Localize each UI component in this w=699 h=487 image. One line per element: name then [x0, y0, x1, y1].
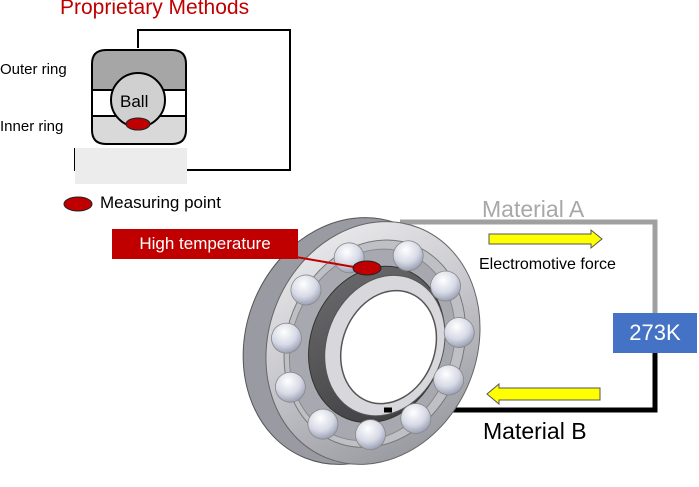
inner-ring-label: Inner ring	[0, 118, 64, 135]
reference-temperature-box: 273K	[613, 313, 697, 353]
arrow-right-icon	[488, 228, 603, 250]
bearing-schematic	[74, 29, 291, 184]
schematic-shaft	[75, 148, 187, 184]
diagram-title: Proprietary Methods	[60, 0, 250, 19]
bearing-3d-illustration	[242, 217, 481, 465]
material-b-wire	[384, 353, 658, 413]
bearing-balls	[271, 240, 475, 451]
measuring-point-marker	[63, 196, 93, 212]
material-b-label: Material B	[483, 418, 587, 444]
bearing-measuring-point	[352, 260, 382, 276]
material-a-label: Material A	[482, 196, 585, 222]
material-a-wire	[400, 219, 658, 313]
schematic-wire-outer	[137, 29, 291, 171]
ball-label: Ball	[120, 92, 149, 111]
measuring-point-label: Measuring point	[100, 193, 221, 212]
schematic-measuring-point	[125, 117, 151, 131]
outer-ring-label: Outer ring	[0, 61, 67, 78]
schematic-outer-ring	[91, 49, 187, 91]
electromotive-force-label: Electromotive force	[479, 256, 616, 273]
high-temperature-leader	[295, 256, 355, 268]
high-temperature-label: High temperature	[112, 229, 298, 259]
arrow-left-icon	[486, 382, 601, 406]
